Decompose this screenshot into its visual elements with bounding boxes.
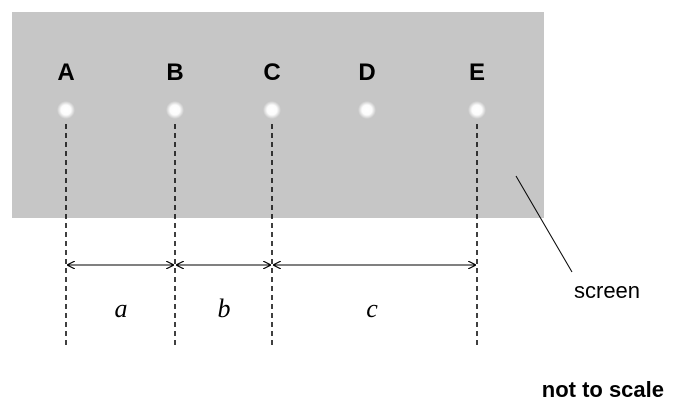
distance-label-a: a	[115, 294, 128, 323]
not-to-scale-note: not to scale	[542, 377, 664, 402]
point-label-b: B	[166, 59, 183, 86]
distance-label-b: b	[218, 294, 231, 323]
screen-pointer-line	[515, 175, 573, 273]
spot-c	[263, 101, 281, 119]
point-label-c: C	[263, 59, 280, 86]
spot-d	[358, 101, 376, 119]
spot-a	[57, 101, 75, 119]
screen-label: screen	[574, 278, 640, 303]
point-label-e: E	[469, 59, 485, 86]
spot-b	[166, 101, 184, 119]
point-label-a: A	[57, 59, 74, 86]
spot-e	[468, 101, 486, 119]
point-label-d: D	[358, 59, 375, 86]
distance-label-c: c	[366, 294, 378, 323]
